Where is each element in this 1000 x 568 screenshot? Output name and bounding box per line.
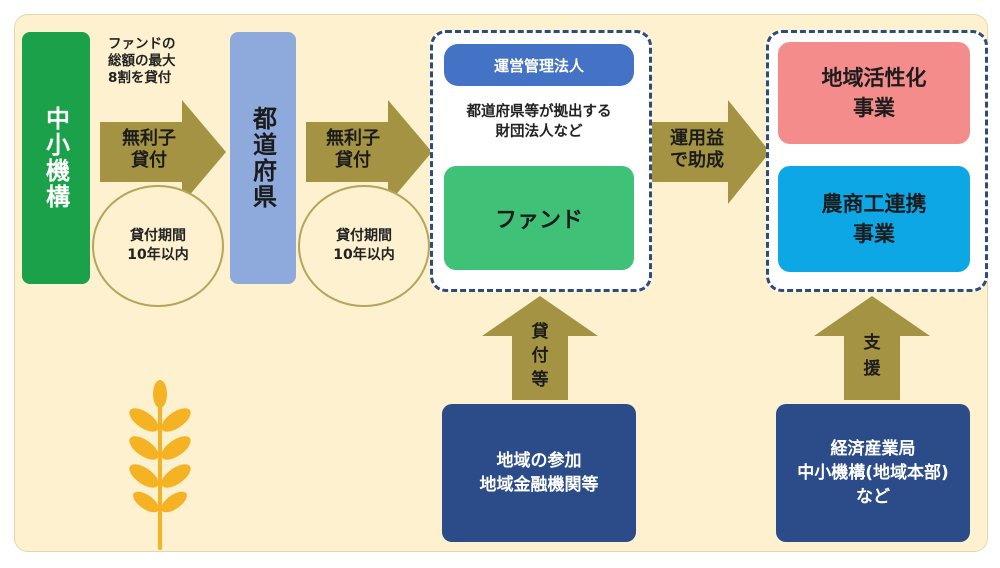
loan-arrow-2-label-line-1: 無利子 <box>326 128 380 149</box>
regional-revitalization-box: 地域活性化 事業 <box>778 42 970 144</box>
bureau-box: 経済産業局 中小機構(地域本部) など <box>776 404 970 542</box>
jasme-label: 中小機構 <box>41 106 70 210</box>
management-corp-box: 運営管理法人 <box>444 44 634 86</box>
bureau-line-3: など <box>855 487 890 507</box>
fund-note: ファンドの 総額の最大 8割を貸付 <box>108 36 176 87</box>
support-up-arrow <box>814 296 930 400</box>
fund-note-line-3: 8割を貸付 <box>108 70 172 86</box>
loan-period-circle-2: 貸付期間 10年以内 <box>298 185 430 307</box>
foundation-text-line-1: 都道府県等が拠出する <box>466 104 612 120</box>
loan-up-label-char-1: 貸 <box>531 322 549 342</box>
loan-period-1-line-2: 10年以内 <box>127 247 189 263</box>
grant-arrow <box>652 100 770 204</box>
support-label-char-2: 援 <box>863 359 881 379</box>
loan-arrow-2-label-line-2: 貸付 <box>335 150 371 171</box>
grant-arrow-label-line-1: 運用益 <box>670 128 724 149</box>
loan-up-arrow <box>482 296 598 400</box>
jasme-box: 中小機構 <box>22 32 90 284</box>
bureau-line-2: 中小機構(地域本部) <box>797 463 949 483</box>
agri-commerce-line-1: 農商工連携 <box>821 192 927 216</box>
fund-note-line-2: 総額の最大 <box>108 53 176 69</box>
prefecture-box: 都道府県 <box>230 32 296 284</box>
foundation-text: 都道府県等が拠出する 財団法人など <box>434 102 644 142</box>
local-finance-box: 地域の参加 地域金融機関等 <box>442 404 636 542</box>
regional-revitalization-line-2: 事業 <box>853 96 895 120</box>
loan-arrow-1 <box>100 100 226 204</box>
loan-period-2-line-2: 10年以内 <box>333 247 395 263</box>
grant-arrow-label-line-2: で助成 <box>670 150 724 171</box>
loan-arrow-2-label: 無利子 貸付 <box>308 128 398 172</box>
loan-arrow-1-label: 無利子 貸付 <box>104 128 194 172</box>
foundation-text-line-2: 財団法人など <box>495 124 583 140</box>
local-finance-line-2: 地域金融機関等 <box>479 475 599 495</box>
fund-note-line-1: ファンドの <box>108 36 176 52</box>
management-corp-label: 運営管理法人 <box>493 56 584 75</box>
prefecture-label: 都道府県 <box>248 106 277 210</box>
grant-arrow-label: 運用益 で助成 <box>654 128 740 172</box>
loan-up-arrow-label: 貸 付 等 <box>520 320 560 392</box>
local-finance-line-1: 地域の参加 <box>496 451 582 471</box>
loan-up-label-char-2: 付 <box>531 346 549 366</box>
wheat-icon <box>129 380 191 550</box>
support-up-arrow-label: 支 援 <box>852 330 892 382</box>
fund-box: ファンド <box>444 166 634 270</box>
loan-period-2-line-1: 貸付期間 <box>335 228 392 244</box>
loan-arrow-1-label-line-1: 無利子 <box>122 128 176 149</box>
bureau-line-1: 経済産業局 <box>830 439 916 459</box>
loan-arrow-2 <box>306 100 432 204</box>
loan-period-circle-1: 貸付期間 10年以内 <box>92 185 224 307</box>
loan-period-1-line-1: 貸付期間 <box>129 228 186 244</box>
regional-revitalization-line-1: 地域活性化 <box>821 66 927 90</box>
loan-arrow-1-label-line-2: 貸付 <box>131 150 167 171</box>
loan-up-label-char-3: 等 <box>531 370 549 390</box>
fund-label: ファンド <box>494 208 583 233</box>
support-label-char-1: 支 <box>863 333 881 353</box>
agri-commerce-box: 農商工連携 事業 <box>778 166 970 272</box>
agri-commerce-line-2: 事業 <box>853 222 895 246</box>
